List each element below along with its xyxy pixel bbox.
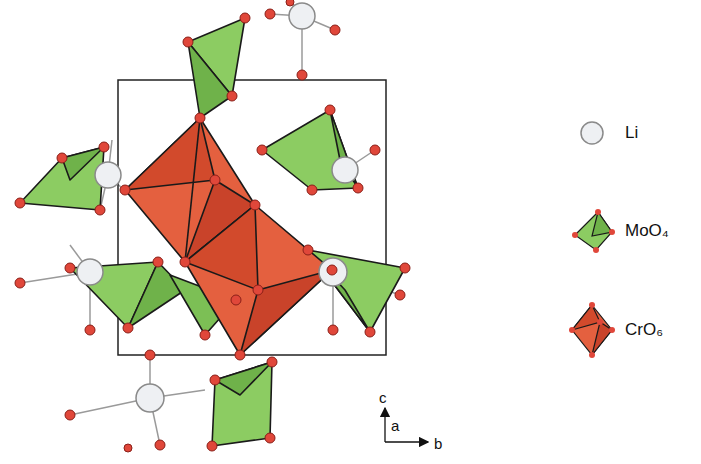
axis-label: b (434, 436, 442, 451)
legend-text: MoO₄ (625, 222, 669, 239)
moo4-tetrahedra (20, 18, 405, 446)
li-o-bonds (20, 0, 400, 445)
legend-samples (569, 122, 615, 358)
legend-text: CrO₆ (625, 321, 663, 338)
unit-cell (118, 80, 386, 355)
legend-text: Li (625, 124, 638, 141)
axis-arrows (385, 408, 428, 442)
axis-label: c (379, 390, 387, 405)
axis-label: a (391, 418, 399, 433)
cro6-octahedra (125, 118, 332, 355)
li-atoms (77, 3, 358, 412)
o-atoms (15, 0, 410, 452)
